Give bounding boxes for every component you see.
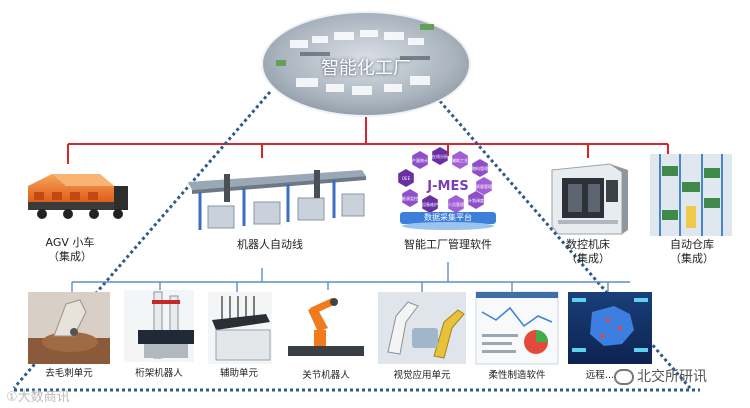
mes-hex	[432, 147, 448, 165]
mes-hex	[476, 177, 492, 195]
mes-hex	[398, 169, 414, 187]
mes-hex-label: 物料管理	[472, 165, 488, 171]
deburring-unit-icon	[28, 292, 110, 364]
mes-hex-label: 人员管理	[448, 201, 464, 207]
mes-hex	[402, 189, 418, 207]
mes-hex-label: 在线分析	[432, 153, 448, 159]
mes-hex-label: 能源监控	[402, 195, 418, 201]
hierarchy-tree	[67, 110, 669, 164]
level2-label-vision: 视觉应用单元	[393, 370, 451, 381]
level2-label-deburring: 去毛刺单元	[45, 368, 93, 379]
watermark-right: 北交所研讯	[614, 366, 707, 386]
remote-monitor-icon	[568, 292, 652, 364]
watermark-right-text: 北交所研讯	[637, 369, 707, 385]
mes-hex-label: 计划调度	[468, 197, 484, 203]
mes-hex-label: OEE	[402, 176, 411, 181]
hub-title: 智能化工厂	[321, 58, 411, 79]
mes-hex-label: 质量管理	[476, 183, 492, 189]
mes-hex	[452, 151, 468, 169]
cnc-machine-icon	[551, 163, 628, 235]
robot-line-icon	[188, 170, 366, 230]
wechat-icon	[614, 369, 634, 385]
agv-cart-icon	[28, 174, 128, 219]
level2-label-auxiliary: 辅助单元	[219, 368, 258, 379]
mes-hex	[448, 195, 464, 213]
mes-hex-label: 设备维护	[422, 201, 438, 207]
gantry-robot-icon	[124, 290, 194, 362]
mes-hex-label: 产量统计	[412, 157, 428, 163]
level2-label-gantry: 桁架机器人	[135, 368, 183, 379]
level2-label-flexible: 柔性制造软件	[488, 370, 546, 381]
level1-label-warehouse: 自动仓库（集成）	[670, 238, 714, 265]
level2-label-articulated: 关节机器人	[302, 370, 350, 381]
watermark-left: ①大数商讯	[6, 390, 70, 405]
level2-connectors	[71, 262, 630, 292]
mes-hex	[472, 159, 488, 177]
level1-label-cnc: 数控机床（集成）	[566, 238, 610, 265]
hub-factory-image	[261, 11, 471, 117]
mes-platform-label: 数据采集平台	[424, 213, 472, 222]
level1-label-agv: AGV 小车（集成）	[45, 236, 95, 263]
articulated-robot-icon	[286, 290, 364, 364]
mes-hex	[422, 195, 438, 213]
auxiliary-unit-icon	[208, 292, 272, 364]
vision-unit-icon	[378, 292, 466, 364]
level2-label-remote: 远程…	[585, 370, 615, 381]
mes-hex-label: 辅助工艺	[452, 157, 468, 163]
level1-label-robot-line: 机器人自动线	[237, 238, 303, 251]
mes-hex	[468, 191, 484, 209]
mes-logo: J-MES	[427, 179, 469, 194]
level1-label-mes: 智能工厂管理软件	[404, 238, 492, 251]
mes-hex	[412, 151, 428, 169]
auto-warehouse-icon	[650, 154, 732, 236]
flexible-software-icon	[475, 291, 559, 365]
